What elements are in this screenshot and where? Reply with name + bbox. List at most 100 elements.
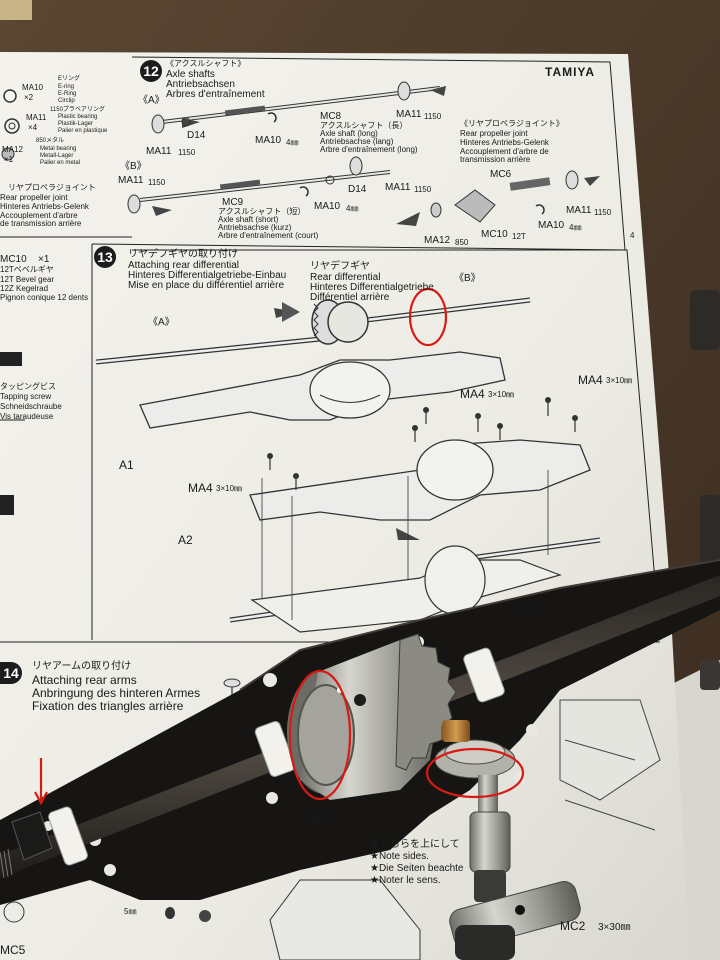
s12-ma10-c-code: MA10 [538,220,565,231]
s12-mc8-de: Antriebsachse (lang) [320,137,394,146]
s13-ma4-c-size: 3×10㎜ [216,484,243,493]
s12-ma11-c-code: MA11 [566,205,592,216]
mc10-left-fr: Pignon conique 12 dents [0,293,89,302]
rpj-left-fr: Accouplement d'arbre de transmission arr… [0,211,82,229]
s14-partial-label: ME [304,811,322,825]
step-12-variant-a: 《A》 [138,95,165,106]
mc10-left-en: 12T Bevel gear [0,275,55,284]
s12-mc8-fr: Arbre d'entraînement (long) [320,145,418,154]
s14-note-fr: ★Noter le sens. [370,875,441,886]
step-14-badge: 14 [0,662,22,684]
s12-mc9-de: Antriebsachse (kurz) [218,223,292,232]
s13-a2: A2 [178,533,193,547]
s12-ma11-top-code: MA11 [396,109,422,120]
s14-mc2-size: 3×30㎜ [598,922,631,933]
mc10-left-jp: 12Tベベルギヤ [0,265,54,274]
s12-rpj-fr: Accouplement d'arbre de transmission arr… [460,147,549,165]
mc10-left-de: 12Z Kegelrad [0,284,49,293]
step-14-de: Anbringung des hinteren Armes [32,686,201,700]
s12-rpj-de: Hinteres Antriebs-Gelenk [460,138,549,147]
s12-mc9-jp: アクスルシャフト（短） [218,207,306,216]
s13-ma4-b-size: 3×10㎜ [606,376,633,385]
s13-variant-a: 《A》 [148,317,175,328]
s13-diff-jp: リヤデフギヤ [310,261,370,272]
s12-ma11-b2-size: 1150 [414,185,432,194]
s12-ma12-size: 850 [455,238,469,247]
step-13-badge: 13 [94,246,116,268]
step-14-en: Attaching rear arms [32,673,137,687]
step-13-jp: リヤデフギヤの取り付け [128,249,238,260]
ma10-code: MA10 [22,83,43,92]
screw-left-de: Schneidschraube [0,402,62,411]
s13-variant-b: 《B》 [454,273,481,284]
ma12-jp: 850メタル [36,138,65,144]
step-12-fr: Arbres d'entraînement [166,89,265,100]
s14-note-jp: ★こちらを上にして [370,839,460,850]
ma11-jp: 1150プラベアリング [50,107,105,113]
s12-mc8-en: Axle shaft (long) [320,129,378,138]
red-annotations [34,287,525,806]
ma11-qty: ×4 [28,123,38,132]
ma10-qty: ×2 [24,93,34,102]
ma12-qty: ×1 [4,155,14,164]
ma11-code: MA11 [26,113,47,122]
s12-rpj-en: Rear propeller joint [460,129,528,138]
s12-mc9-en: Axle shaft (short) [218,215,279,224]
ma12-fr: Palier en metal [40,160,81,166]
ma10-de: E-Ring [58,91,77,97]
ma12-de: Metall-Lager [40,153,74,159]
step-12-jp: 《アクスルシャフト》 [166,59,246,68]
s14-mc5-code: MC5 [0,943,26,957]
ma11-en: Plastic bearing [58,114,98,120]
s12-ma11-top-size: 1150 [424,112,442,121]
step-13-fr: Mise en place du différentiel arrière [128,280,285,291]
step-12-de: Antriebsachsen [166,79,235,90]
s12-ma11-c-size: 1150 [594,208,612,217]
s12-ma12-code: MA12 [424,235,451,246]
s12-ma10-a-size: 4㎜ [286,138,299,147]
ma12-code: MA12 [2,145,23,154]
annotation-circle-top [408,287,448,347]
s14-note-en: ★Note sides. [370,851,429,862]
ma10-jp: Eリング [58,76,81,82]
s14-note-de: ★Die Seiten beachte [370,863,464,874]
s12-ma11-b2-code: MA11 [385,182,411,193]
s12-mc9-code: MC9 [222,197,244,208]
brand-label: TAMIYA [545,65,596,79]
ma11-fr: Palier en plastique [58,128,108,134]
s12-ma11-b-code: MA11 [118,175,144,186]
s12-ma11-a-size: 1150 [178,148,196,157]
step-13-de: Hinteres Differentialgetriebe-Einbau [128,270,287,281]
s12-mc8-jp: アクスルシャフト（長） [320,121,408,130]
s13-diff-en: Rear differential [310,272,381,283]
rpj-left-en: Rear propeller joint [0,193,68,202]
s12-mc10-size: 12T [512,232,526,241]
step-14-fr: Fixation des triangles arrière [32,699,184,713]
s12-mc9-fr: Arbre d'entraînement (court) [218,231,319,240]
s13-ma4-a-size: 3×10㎜ [488,390,515,399]
screw-left-en: Tapping screw [0,392,52,401]
s13-ma4-a-code: MA4 [460,387,485,401]
s13-diff-de: Hinteres Differentialgetriebe [310,282,434,293]
s12-ma10-a-code: MA10 [255,135,282,146]
ma10-fr: Circlip [58,98,75,104]
s12-ma10-b-size: 4㎜ [346,204,359,213]
rpj-left-de: Hinteres Antriebs-Gelenk [0,202,89,211]
mc10-left-qty: ×1 [38,254,50,265]
step-12-badge: 12 [140,60,162,82]
s12-d14-a: D14 [187,130,206,141]
s12-mc8-code: MC8 [320,111,342,122]
ma11-de: Plastik-Lager [58,121,94,127]
s12-ma10-b-code: MA10 [314,201,341,212]
step-12-variant-b: 《B》 [120,161,147,172]
screw-left-fr: Vis taraudeuse [0,412,54,421]
s14-size-5mm: 5㎜ [124,907,137,916]
s13-diff-fr: Différentiel arrière [310,292,390,303]
s12-rpj-jp: 《リヤプロペラジョイント》 [460,119,564,128]
annotation-circle-diff [288,669,352,801]
rpj-left-jp: リヤプロペラジョイント [8,183,96,192]
ma10-en: E-ring [58,84,75,90]
s12-ma10-c-size: 4㎜ [569,223,582,232]
step-14-jp: リヤアームの取り付け [32,661,132,672]
